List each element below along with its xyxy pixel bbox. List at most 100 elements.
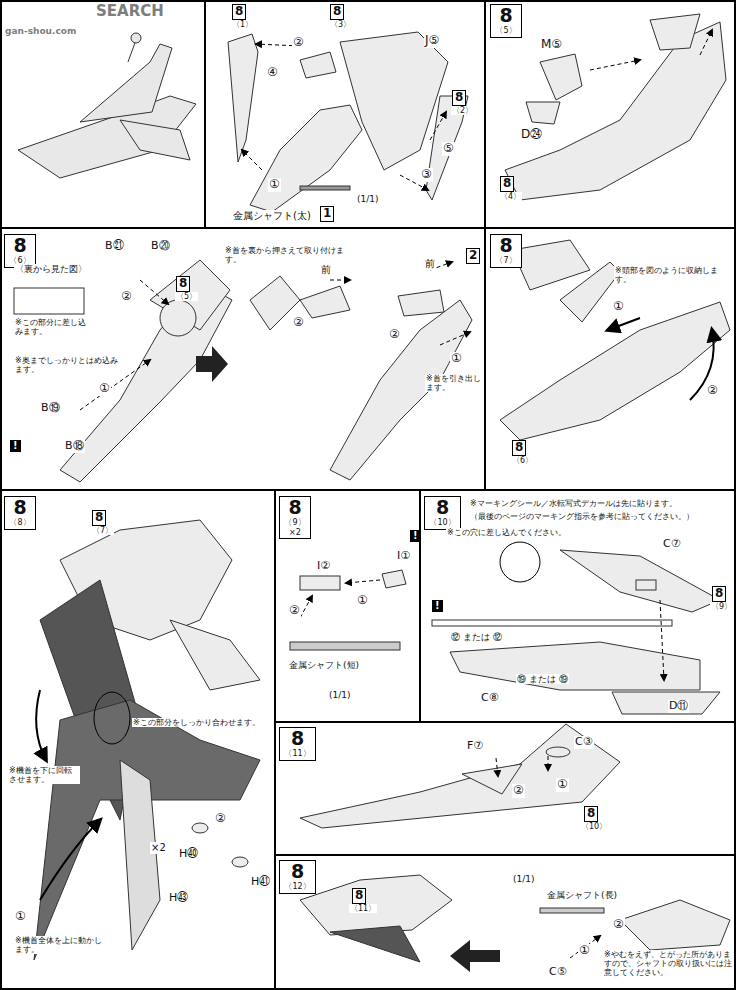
callout-label: 8 — [176, 276, 190, 292]
callout-label: gan-shou.com — [4, 26, 77, 36]
callout-label: 〈11〉 — [349, 904, 377, 913]
note-text: （最後のページのマーキング指示を参考に貼ってください。） — [469, 512, 733, 521]
callout-label: ① — [268, 178, 281, 192]
note-text: ※この部分に差し込みます。 — [14, 318, 94, 336]
step-number-box: 8〈12〉 — [279, 860, 316, 894]
callout-label: ② — [292, 36, 305, 50]
callout-label: C③ — [574, 736, 594, 749]
callout-label: H㊶ — [250, 876, 271, 889]
callout-label: 前 — [320, 264, 332, 276]
sub-step-number: 〈8〉 — [9, 518, 31, 528]
callout-label: ⑤ — [442, 142, 455, 156]
callout-label: ② — [612, 918, 625, 932]
callout-label: ② — [120, 290, 133, 304]
callout-label: ! — [432, 600, 443, 612]
step-number-box: 8〈11〉 — [279, 727, 316, 761]
callout-label: (1/1) — [512, 874, 536, 884]
callout-label: ⑫ または ⑫ — [450, 632, 503, 642]
step-number: 8 — [284, 729, 311, 749]
note-text: ※この穴に差し込んでください。 — [446, 528, 598, 537]
callout-label: ① — [450, 352, 463, 366]
callout-label: 8 — [712, 586, 726, 602]
callout-label: B㉑ — [104, 240, 125, 253]
callout-label: ×2 — [150, 842, 167, 854]
callout-label: D⑪ — [668, 700, 689, 713]
callout-label: 8 — [92, 510, 106, 526]
sub-step-number: 〈10〉 — [429, 518, 456, 528]
note-text: ※機首を下に回転させます。 — [8, 766, 80, 784]
note-text: ※マーキングシール／水転写式デカールは先に貼ります。 — [469, 499, 733, 508]
callout-label: M⑤ — [540, 38, 563, 52]
callout-label: 8 — [512, 440, 526, 456]
callout-label: C⑧ — [480, 692, 500, 705]
step-number: 8 — [284, 498, 306, 518]
note-text: ※頭部を図のように収納します。 — [614, 266, 728, 284]
callout-label: 金属シャフト(長) — [546, 890, 618, 900]
callout-label: 〈9〉 — [710, 602, 733, 611]
callout-label: ① — [356, 594, 369, 608]
sub-step-number: 〈9〉 — [284, 518, 306, 528]
callout-label: ③ — [420, 168, 433, 182]
note-text: ※この部分をしっかり合わせます。 — [132, 718, 264, 727]
callout-label: 8 — [352, 888, 366, 904]
callout-label: C⑤ — [548, 966, 568, 979]
step-number-box: 8〈7〉 — [490, 234, 522, 268]
callout-label: 〈1〉 — [231, 20, 254, 29]
step-number: 8 — [284, 862, 311, 882]
callout-label: 〈7〉 — [91, 526, 114, 535]
callout-label: ② — [706, 384, 719, 398]
callout-label: 〈2〉 — [451, 106, 474, 115]
sub-step-number: ×2 — [284, 528, 306, 538]
step-number: 8 — [429, 498, 456, 518]
callout-label: H㊸ — [168, 892, 189, 905]
callout-label: I① — [396, 550, 411, 563]
callout-label: ! — [410, 530, 421, 542]
sub-step-number: 〈5〉 — [495, 26, 517, 36]
callout-label: ② — [288, 604, 301, 618]
callout-label: 前 — [424, 258, 436, 270]
step-number: 8 — [495, 6, 517, 26]
callout-label: F⑦ — [466, 740, 484, 753]
step-number-box: 8〈5〉 — [490, 4, 522, 38]
callout-label: 〈10〉 — [580, 822, 608, 831]
callout-label: ② — [292, 316, 305, 330]
callout-label: ② — [512, 784, 525, 798]
callout-label: ② — [388, 328, 401, 342]
step-number-box: 8〈8〉 — [4, 496, 36, 530]
callout-label: SEARCH — [95, 3, 165, 20]
callout-label: 8 — [500, 176, 514, 192]
callout-label: 〈裏から見た図〉 — [14, 264, 88, 274]
note-text: ※首を引き出します。 — [425, 374, 483, 392]
callout-label: ① — [612, 300, 625, 314]
step-number-box: 8〈10〉 — [424, 496, 461, 530]
note-text: ※首を裏から押さえて取り付けます。 — [224, 246, 346, 264]
callout-label: B⑱ — [64, 440, 85, 453]
callout-label: B⑳ — [150, 240, 171, 253]
sub-step-number: 〈12〉 — [284, 882, 311, 892]
callout-label: ② — [214, 812, 227, 826]
callout-label: ① — [98, 382, 111, 396]
callout-label: 8 — [330, 4, 344, 20]
callout-label: 2 — [466, 248, 480, 264]
note-text: ※機首全体を上に動かします。 — [14, 936, 108, 954]
sub-step-number: 〈7〉 — [495, 256, 517, 266]
step-number: 8 — [9, 498, 31, 518]
callout-label: (1/1) — [356, 194, 380, 204]
step-number: 8 — [9, 236, 31, 256]
callout-label: 1 — [320, 206, 334, 222]
callout-label: 8 — [232, 4, 246, 20]
callout-label: I② — [316, 560, 331, 573]
callout-label: 〈6〉 — [511, 456, 534, 465]
callout-label: ⑲ または ⑲ — [516, 674, 569, 684]
step-number-box: 8〈9〉×2 — [279, 496, 311, 539]
callout-label: 金属シャフト(短) — [288, 660, 360, 670]
callout-label: 金属シャフト(太) — [232, 210, 312, 222]
callout-label: 〈5〉 — [175, 292, 198, 301]
callout-label: ① — [556, 778, 569, 792]
step-number: 8 — [495, 236, 517, 256]
callout-label: ① — [578, 944, 591, 958]
callout-label: B⑲ — [40, 402, 61, 415]
callout-label: ④ — [266, 66, 279, 80]
